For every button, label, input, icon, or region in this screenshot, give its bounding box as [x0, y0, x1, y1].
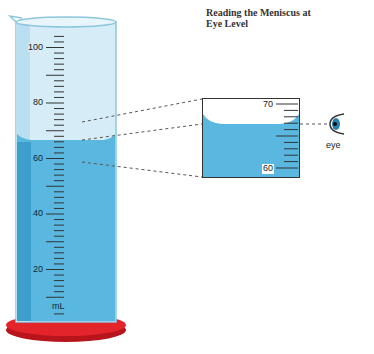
scale-number: 20 [33, 265, 43, 275]
liquid [17, 140, 115, 321]
spout [10, 16, 22, 22]
eye-label: eye [326, 141, 341, 151]
scale-number: 70 [262, 100, 274, 110]
scale-number: 60 [33, 154, 43, 164]
eye-symbol [330, 114, 344, 134]
glass-body [16, 22, 116, 322]
glass-shade [16, 22, 30, 322]
liquid-shade [17, 140, 31, 321]
zoom-window: 70 60 [202, 98, 300, 178]
cylinder-rim [16, 17, 116, 27]
scale-number: 100 [28, 43, 43, 53]
diagram-title: Reading the Meniscus at Eye Level [206, 7, 318, 29]
scale-number: 60 [262, 164, 274, 174]
scale-number: 80 [33, 98, 43, 108]
projection-lines [82, 99, 327, 177]
scale-number: 40 [33, 209, 43, 219]
zoom-ground [203, 99, 299, 177]
zoom-ticks [276, 104, 298, 168]
unit-label: mL [52, 302, 65, 312]
zoom-liquid [203, 114, 299, 177]
scale-ticks [46, 36, 64, 314]
